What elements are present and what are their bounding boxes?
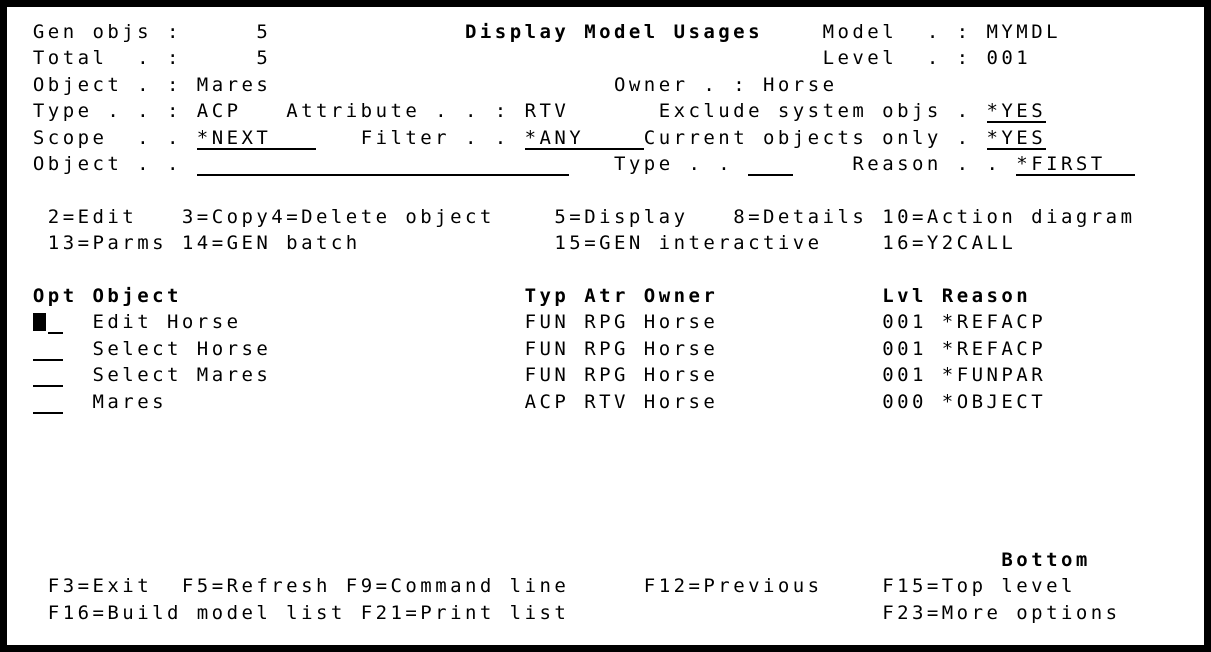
row-1-owner: Horse xyxy=(643,311,719,334)
current-objects-only-label: Current objects only . xyxy=(643,126,972,149)
reason-input[interactable]: *FIRST xyxy=(1016,152,1136,176)
fkey-f23-more-options: F23=More options xyxy=(882,601,1121,624)
option-10-action-diagram: 10=Action diagram xyxy=(882,205,1136,228)
column-header-owner: Owner xyxy=(643,285,719,307)
option-16-y2call: 16=Y2CALL xyxy=(882,232,1017,255)
exclude-system-objs-label: Exclude system objs . xyxy=(658,100,972,123)
current-objects-only-input[interactable]: *YES xyxy=(986,126,1047,150)
row-2-atr: RPG xyxy=(584,337,629,360)
column-header-object: Object xyxy=(92,285,182,307)
row-2-lvl: 001 xyxy=(882,337,927,360)
row-2-owner: Horse xyxy=(643,337,719,360)
type-value: ACP xyxy=(196,100,242,123)
total-label: Total . : xyxy=(32,47,182,70)
option-15-gen-interactive: 15=GEN interactive xyxy=(554,232,823,255)
option-3-copy: 3=Copy xyxy=(181,205,272,228)
row-3-lvl: 001 xyxy=(882,364,927,387)
row-4-owner: Horse xyxy=(643,390,719,413)
owner-label: Owner . : xyxy=(614,73,749,96)
type-label: Type . . : xyxy=(32,100,182,123)
fkey-f21-print-list: F21=Print list xyxy=(360,601,570,624)
reason-label: Reason . . xyxy=(852,153,1002,175)
scope-label: Scope . . xyxy=(32,126,182,149)
column-header-opt: Opt xyxy=(32,285,78,307)
row-2-object: Select Horse xyxy=(92,337,272,360)
row-3-typ: FUN xyxy=(524,364,570,387)
row-2-typ: FUN xyxy=(524,337,570,360)
row-3-object: Select Mares xyxy=(92,364,272,387)
opt-input-row-2[interactable] xyxy=(32,337,63,361)
row-4-lvl: 000 xyxy=(882,390,927,413)
opt-input-row-3[interactable] xyxy=(32,363,63,388)
row-3-reason: *FUNPAR xyxy=(941,364,1047,387)
filter-input[interactable]: *ANY xyxy=(524,126,644,150)
owner-value: Horse xyxy=(763,73,838,96)
attribute-value: RTV xyxy=(524,100,570,123)
fkey-f16-build-model-list: F16=Build model list xyxy=(47,601,346,624)
fkey-f5-refresh: F5=Refresh xyxy=(181,575,331,598)
exclude-system-objs-input[interactable]: *YES xyxy=(986,100,1047,124)
position-type-input[interactable] xyxy=(748,152,793,176)
column-header-reason: Reason xyxy=(941,285,1032,307)
model-value: MYMDL xyxy=(986,21,1061,43)
row-1-lvl: 001 xyxy=(882,311,927,334)
option-4-delete-object: 4=Delete object xyxy=(271,205,495,228)
row-4-reason: *OBJECT xyxy=(941,390,1047,413)
option-8-details: 8=Details xyxy=(733,205,868,228)
gen-objs-label: Gen objs : xyxy=(32,21,182,43)
fkey-f15-top-level: F15=Top level xyxy=(882,575,1076,598)
row-3-owner: Horse xyxy=(643,364,719,387)
model-label: Model . : xyxy=(822,21,972,43)
filter-label: Filter . . xyxy=(360,126,510,149)
cursor-block xyxy=(32,313,46,332)
bottom-indicator: Bottom xyxy=(1001,549,1091,571)
column-header-typ: Typ xyxy=(524,285,570,307)
row-3-atr: RPG xyxy=(584,364,629,387)
row-4-object: Mares xyxy=(92,390,167,413)
row-4-typ: ACP xyxy=(524,390,570,413)
fkey-f9-command-line: F9=Command line xyxy=(345,575,570,598)
option-2-edit: 2=Edit xyxy=(47,205,138,228)
row-1-atr: RPG xyxy=(584,311,629,334)
opt-input-row-4[interactable] xyxy=(32,390,63,414)
column-header-atr: Atr xyxy=(584,285,629,307)
row-2-reason: *REFACP xyxy=(941,337,1047,360)
position-object-input[interactable] xyxy=(196,152,570,176)
object-value: Mares xyxy=(196,73,272,96)
attribute-label: Attribute . . : xyxy=(286,100,510,123)
level-label: Level . : xyxy=(822,47,972,70)
scope-input[interactable]: *NEXT xyxy=(196,126,316,150)
position-type-label: Type . . xyxy=(614,153,734,175)
option-14-gen-batch: 14=GEN batch xyxy=(181,232,361,255)
row-1-typ: FUN xyxy=(524,311,570,334)
row-1-object: Edit Horse xyxy=(92,311,242,334)
option-5-display: 5=Display xyxy=(554,205,689,228)
position-object-label: Object . . xyxy=(32,153,182,175)
row-4-atr: RTV xyxy=(584,390,629,413)
fkey-f12-previous: F12=Previous xyxy=(643,575,823,598)
column-header-lvl: Lvl xyxy=(882,285,927,307)
page-title: Display Model Usages xyxy=(465,21,763,43)
level-value: 001 xyxy=(986,47,1032,70)
gen-objs-value: 5 xyxy=(256,21,272,43)
row-1-reason: *REFACP xyxy=(941,311,1047,334)
fkey-f3-exit: F3=Exit xyxy=(47,575,153,598)
option-13-parms: 13=Parms xyxy=(47,232,167,255)
total-value: 5 xyxy=(256,47,272,70)
opt-input-row-1[interactable] xyxy=(47,310,63,335)
object-label: Object . : xyxy=(32,73,182,96)
